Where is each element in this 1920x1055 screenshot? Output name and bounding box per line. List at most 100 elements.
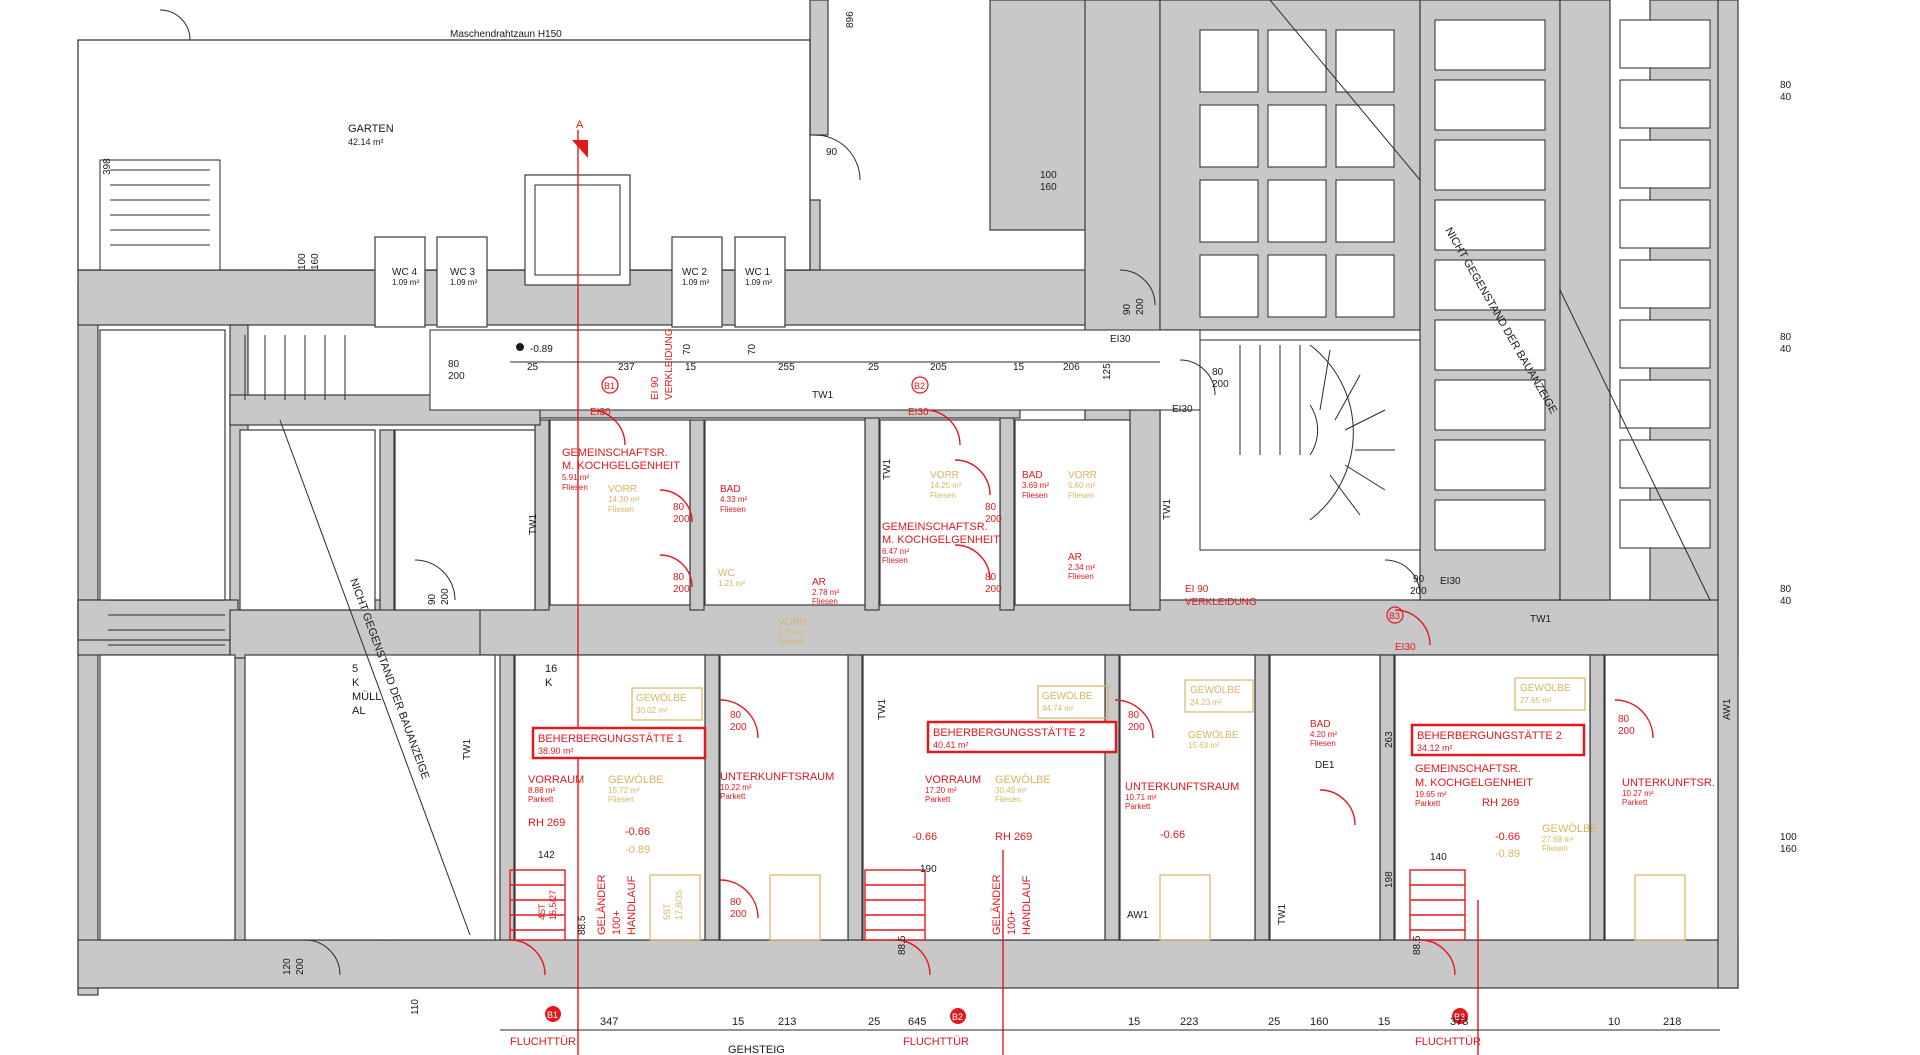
unit1-gewoelbe-b-area: 15.72 m²	[608, 786, 640, 795]
unit1-vorraum: VORRAUM	[528, 774, 584, 786]
ei90-b: EI 90	[1185, 584, 1209, 595]
bdim-10: 10	[1608, 1016, 1620, 1028]
bad1-floor: Fliesen	[720, 505, 746, 514]
dimension-lines	[500, 361, 1720, 1031]
unit1-k16-b: K	[545, 677, 553, 689]
door-dim-200-i: 200	[985, 514, 1002, 525]
unit2-vorraum: VORRAUM	[925, 774, 981, 786]
tw1-d: TW1	[462, 738, 473, 760]
section-arrow-icon	[572, 140, 588, 158]
unit1-vorraum-floor: Parkett	[528, 795, 554, 804]
door-dim-200-f: 200	[295, 958, 306, 975]
cdim-205: 205	[930, 362, 947, 373]
tw1-g: TW1	[877, 698, 888, 720]
bad1-name: BAD	[720, 484, 741, 495]
door-dim-100-160-b: 160	[310, 253, 321, 270]
ei90-a: EI 90	[650, 376, 661, 400]
wc3-name: WC 3	[450, 267, 475, 278]
verkleidung-a: VERKLEIDUNG	[664, 328, 675, 400]
cellar-grid	[279, 0, 1711, 936]
unit1-title: BEHERBERGUNGSTÄTTE 1	[538, 733, 683, 745]
unit1-gewoelbe-a-area: 30.02 m²	[636, 706, 668, 715]
unit2-vorraum-area: 17.20 m²	[925, 786, 957, 795]
bdim-645: 645	[908, 1016, 926, 1028]
ei30-d: EI30	[1172, 404, 1193, 415]
unit-stairs	[509, 130, 1686, 1055]
k5-label: 5	[352, 663, 358, 675]
bdim-213: 213	[778, 1016, 796, 1028]
unit2-lvl-a: -0.66	[912, 831, 937, 843]
dim-896: 896	[845, 11, 856, 28]
unit2-rh: RH 269	[995, 831, 1032, 843]
rdim-80-40-c2: 40	[1780, 596, 1792, 607]
wc1-name: WC 1	[745, 267, 770, 278]
bdim-15b: 15	[1128, 1016, 1140, 1028]
door-dim-80-g: 80	[730, 710, 742, 721]
unit1-handlauf: 100+	[611, 910, 623, 935]
svg-text:B1: B1	[604, 381, 615, 391]
ar2-name: AR	[1068, 552, 1082, 563]
unit2-gewoelbe-b: GEWÖLBE	[995, 774, 1051, 786]
cdim-25: 25	[527, 362, 539, 373]
bdim-15a: 15	[732, 1016, 744, 1028]
ar1-area: 2.78 m²	[812, 588, 839, 597]
door-dim-80-e: 80	[985, 502, 997, 513]
ei30-b: EI30	[908, 407, 929, 418]
wc4-area: 1.09 m²	[392, 278, 419, 287]
cdim-15b: 15	[1013, 362, 1025, 373]
gem1-floor: Fliesen	[562, 483, 588, 492]
unit2-gewoelbe-c-area: 24.23 m²	[1190, 698, 1222, 707]
vorr1-area: 14.30 m²	[608, 495, 640, 504]
unit2-room: UNTERKUNFTSRAUM	[1125, 781, 1239, 793]
ar2-area: 2.34 m²	[1068, 563, 1095, 572]
bdim-25a: 25	[868, 1016, 880, 1028]
door-marker-b1-bottom: B1	[545, 1006, 561, 1022]
ei30-e: EI30	[1440, 576, 1461, 587]
vorr2-name: VORR	[930, 470, 959, 481]
bad2-floor: Fliesen	[1022, 491, 1048, 500]
unit3-gem-a: GEMEINSCHAFTSR.	[1415, 763, 1521, 775]
unit2-dim190: 190	[920, 864, 937, 875]
vorr-small-name: VORR	[778, 617, 807, 628]
rdim-80-40-a2: 40	[1780, 92, 1792, 103]
unit1-stair-dim: 15,5/27	[548, 890, 558, 920]
cdim-255: 255	[778, 362, 795, 373]
rooms	[77, 39, 1719, 941]
wc4-name: WC 4	[392, 267, 417, 278]
door-dim-80-h: 80	[1128, 710, 1140, 721]
door-dim-200-d: 200	[1410, 586, 1427, 597]
unit1-room: UNTERKUNFTSRAUM	[720, 771, 834, 783]
unit2-room-area: 10.71 m²	[1125, 793, 1157, 802]
unit2-gewoelbe-a: GEWÖLBE	[1042, 690, 1093, 702]
al-label: AL	[352, 705, 365, 717]
gem2-title-a: GEMEINSCHAFTSR.	[882, 521, 988, 533]
tw1-b: TW1	[1530, 614, 1552, 625]
door-dim-80-a: 80	[448, 359, 460, 370]
fence-label: Maschendrahtzaun H150	[450, 29, 562, 40]
muell-label: MÜLL	[352, 691, 381, 703]
unit1-lvl-b: -0.89	[625, 844, 650, 856]
bdim-88-a: 88.5	[577, 915, 588, 935]
rdim-80-40-c: 80	[1780, 584, 1792, 595]
unit1-gewoelbe-b-floor: Fliesen	[608, 795, 634, 804]
unit2-room-floor: Parkett	[1125, 802, 1151, 811]
flucht-2: FLUCHTTÜR	[903, 1036, 969, 1048]
unit3-area: 34.12 m²	[1417, 743, 1453, 753]
garden-name: GARTEN	[348, 123, 394, 135]
door-dim-200-a: 200	[1135, 298, 1146, 315]
wc-small-name: WC	[718, 568, 735, 579]
unit3-gewoelbe-a-area: 27.65 m²	[1520, 696, 1552, 705]
door-marker-b2-bottom: B2	[950, 1008, 966, 1024]
unit2-handlauf-b: HANDLAUF	[1021, 875, 1033, 935]
bdim-223: 223	[1180, 1016, 1198, 1028]
ar1-floor: Fliesen	[812, 597, 838, 606]
unit3-gewoelbe-b: GEWÖLBE	[1542, 823, 1598, 835]
unit3-bad-area: 4.20 m²	[1310, 730, 1337, 739]
door-dim-120: 120	[282, 958, 293, 975]
ei30-c: EI30	[1110, 334, 1131, 345]
verkleidung-b: VERKLEIDUNG	[1185, 597, 1257, 608]
unit3-rh: RH 269	[1482, 797, 1519, 809]
cdim-237: 237	[618, 362, 635, 373]
vorr3-floor: Fliesen	[1068, 491, 1094, 500]
wc2-name: WC 2	[682, 267, 707, 278]
